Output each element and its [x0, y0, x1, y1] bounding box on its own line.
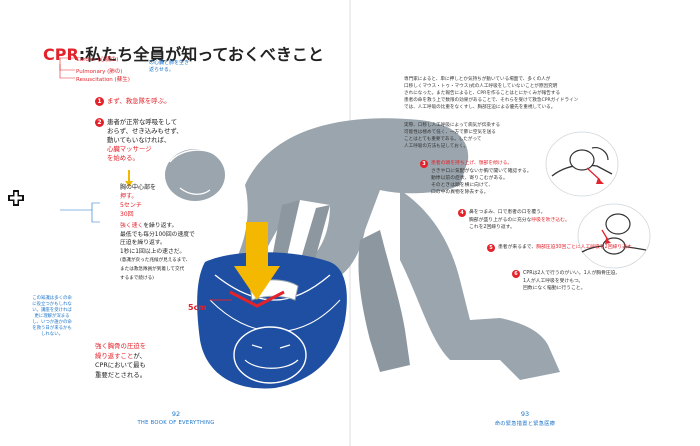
etymology-resuscitation: Resuscitation (蘇生): [76, 77, 130, 83]
step-text: まず、救急隊を呼ぶ。: [107, 97, 171, 105]
page-number-right: 93: [520, 410, 530, 418]
head-tilt-illustration: [545, 131, 619, 197]
depth-label: 5cm: [188, 303, 207, 312]
press-instructions: 強く速くを繰り返す。 最低でも毎分100回の速度で 圧迫を繰り返す。 1秒に1回…: [120, 223, 195, 281]
step-emphasis: 心臓マッサージ: [107, 145, 152, 153]
step-number: 1: [95, 97, 104, 106]
step-line: を始める。: [107, 154, 139, 162]
page-number-left: 92: [171, 410, 181, 418]
title-accent: CPR: [43, 45, 79, 64]
step-line: 患者が正常な呼吸をして: [107, 118, 178, 126]
footer-label-left: THE BOOK OF EVERYTHING: [137, 420, 215, 426]
etymology-cardio: Cardio- (心臓の): [76, 57, 119, 63]
step-line: 動いてもいなければ、: [107, 136, 171, 144]
plus-icon: [8, 190, 24, 206]
footer-label-right: 命の緊急措置と緊急医療: [494, 421, 556, 427]
step-number: 2: [95, 118, 104, 127]
right-intro-2: 実際、口移し人工呼吸によって病気が伝染する 可能性は極めて低く、一方で肺に空気を…: [404, 123, 501, 149]
mouth-to-mouth-illustration: [577, 203, 651, 269]
etymology-note: の心臓と肺を生き返らせる。: [149, 60, 190, 73]
step-line: おらず、せき込みもせず、: [107, 127, 183, 135]
etymology-pulmonary: Pulmonary (肺の): [76, 69, 123, 75]
key-point: 強く胸骨の圧迫を 繰り返すことが、 CPRにおいて最も 重要だとされる。: [95, 342, 147, 379]
page-title: CPR:私たち全員が知っておくべきこと: [43, 41, 324, 65]
side-note: この知識は多くの命に役立つかもしれない。講座を受ければ更に理解が深まるし、いつか…: [32, 296, 72, 337]
title-rest: :私たち全員が知っておくべきこと: [78, 45, 324, 64]
right-intro: 専門家によると、単に押しとか気持ちが動いている場面で、多くの人が 口移しくマウス…: [404, 77, 579, 110]
chest-instructions: 胸の中心部を 押す。 5センチ 30回: [120, 184, 157, 218]
